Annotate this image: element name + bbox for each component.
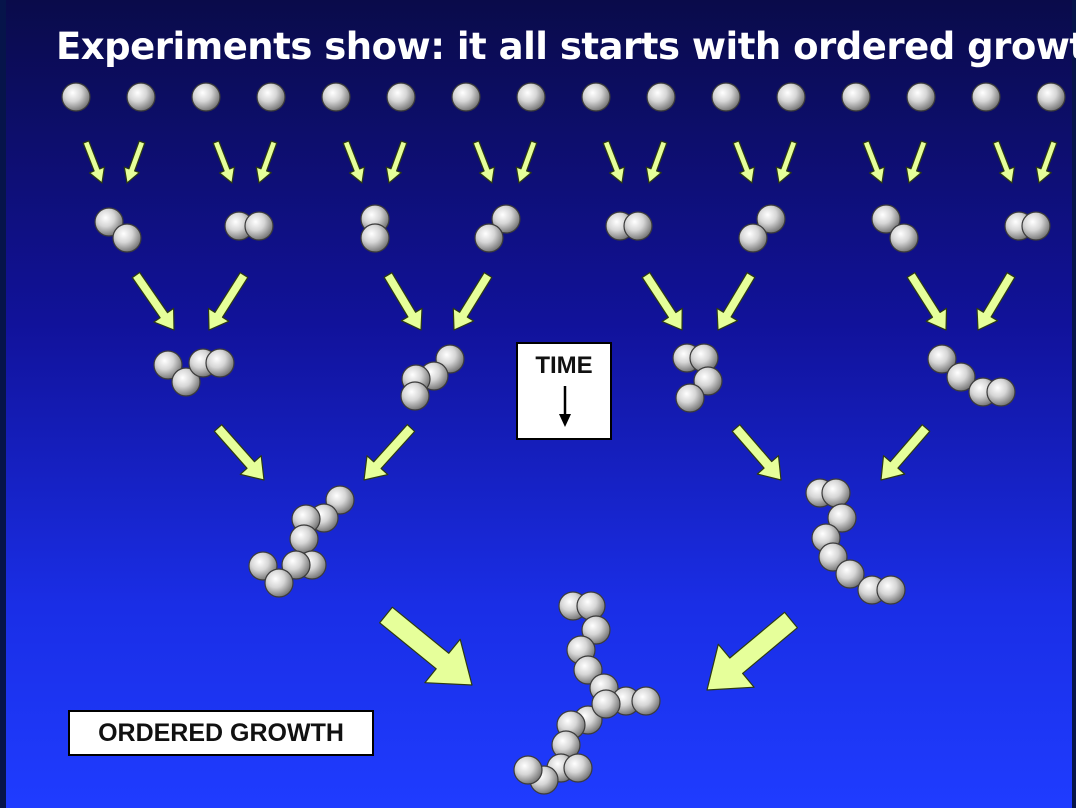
- particle: [576, 591, 606, 621]
- final-arrow: [706, 611, 799, 691]
- particle: [451, 82, 481, 112]
- particle: [821, 478, 851, 508]
- particle: [738, 223, 768, 253]
- particle: [591, 689, 621, 719]
- small-arrow: [602, 140, 626, 184]
- particle: [171, 367, 201, 397]
- small-arrow: [645, 140, 668, 184]
- particle: [946, 362, 976, 392]
- particle: [264, 568, 294, 598]
- particle: [386, 82, 416, 112]
- small-arrow: [472, 140, 495, 184]
- particle: [153, 350, 183, 380]
- small-arrow: [775, 140, 798, 184]
- particle: [491, 204, 521, 234]
- medium-arrow: [131, 271, 175, 331]
- particle: [827, 503, 857, 533]
- final-arrow: [379, 606, 473, 686]
- particle: [675, 383, 705, 413]
- particle: [756, 204, 786, 234]
- medium-arrow: [207, 272, 249, 331]
- large-arrow: [880, 424, 931, 481]
- particle: [581, 82, 611, 112]
- particle: [776, 82, 806, 112]
- particle: [400, 381, 430, 411]
- particle: [126, 82, 156, 112]
- large-arrow: [731, 424, 782, 481]
- medium-arrow: [976, 272, 1016, 331]
- medium-arrow: [452, 272, 493, 331]
- medium-arrow: [641, 271, 683, 331]
- particle: [281, 550, 311, 580]
- small-arrow: [862, 140, 886, 184]
- particle: [474, 223, 504, 253]
- ordered-growth-label-box: ORDERED GROWTH: [68, 710, 374, 756]
- small-arrow: [905, 140, 928, 184]
- particle: [1021, 211, 1051, 241]
- particle: [563, 753, 593, 783]
- particle: [289, 524, 319, 554]
- particle: [516, 82, 546, 112]
- medium-arrow: [716, 272, 756, 331]
- large-arrow: [213, 424, 265, 481]
- arrows-layer: [82, 140, 1058, 691]
- small-arrow: [212, 140, 235, 184]
- small-arrow: [255, 140, 278, 184]
- particle: [889, 223, 919, 253]
- particle: [841, 82, 871, 112]
- small-arrow: [385, 140, 408, 184]
- small-arrow: [82, 140, 106, 184]
- down-arrow-icon: [559, 386, 571, 427]
- particle: [646, 82, 676, 112]
- particle: [1036, 82, 1066, 112]
- particle: [61, 82, 91, 112]
- small-arrow: [1035, 140, 1058, 184]
- particle: [256, 82, 286, 112]
- particle: [631, 686, 661, 716]
- particle: [191, 82, 221, 112]
- ordered-growth-label: ORDERED GROWTH: [98, 719, 344, 747]
- particle: [321, 82, 351, 112]
- particle: [871, 204, 901, 234]
- slide-title: Experiments show: it all starts with ord…: [56, 25, 1076, 68]
- particle: [112, 223, 142, 253]
- large-arrow: [363, 424, 416, 481]
- small-arrow: [515, 140, 538, 184]
- particle: [986, 377, 1016, 407]
- small-arrow: [992, 140, 1016, 184]
- small-arrow: [732, 140, 756, 184]
- medium-arrow: [906, 272, 948, 331]
- particle: [513, 755, 543, 785]
- growth-diagram: [61, 82, 1066, 795]
- particles-layer: [61, 82, 1066, 795]
- small-arrow: [342, 140, 365, 184]
- particle: [906, 82, 936, 112]
- particle: [693, 366, 723, 396]
- particle: [205, 348, 235, 378]
- time-label: TIME: [535, 352, 593, 379]
- small-arrow: [123, 140, 146, 184]
- particle: [581, 615, 611, 645]
- medium-arrow: [383, 272, 423, 331]
- particle: [244, 211, 274, 241]
- particle: [623, 211, 653, 241]
- particle: [876, 575, 906, 605]
- time-label-box: TIME: [516, 342, 612, 440]
- particle: [927, 344, 957, 374]
- particle: [835, 559, 865, 589]
- particle: [711, 82, 741, 112]
- particle: [360, 223, 390, 253]
- particle: [971, 82, 1001, 112]
